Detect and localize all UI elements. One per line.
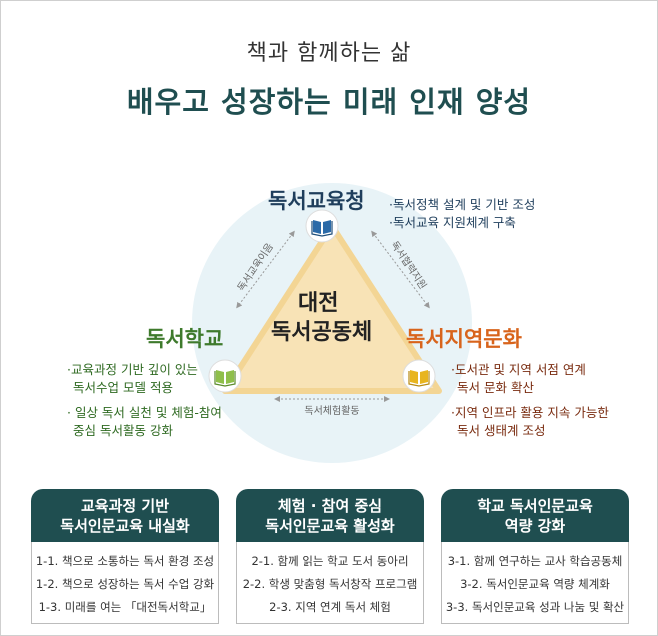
node-label-school: 독서학교: [146, 327, 224, 351]
right-bullet-2: ·지역 인프라 활용 지속 가능한: [451, 405, 609, 420]
strategy-item: 2-1. 함께 읽는 학교 도서 동아리: [251, 554, 409, 568]
left-bullet-1: ·교육과정 기반 깊이 있는: [67, 362, 198, 377]
strategy-box-title-line2: 독서인문교육 내실화: [60, 517, 190, 535]
strategy-box-title-line2: 독서인문교육 활성화: [265, 517, 395, 535]
right-bullet-1: ·도서관 및 지역 서점 연계: [451, 362, 586, 377]
node-label-local-culture: 독서지역문화: [406, 327, 522, 351]
central-triangle: [222, 223, 442, 394]
left-bullet-2: · 일상 독서 실천 및 체험-참여: [67, 405, 222, 420]
top-bullet-1: ·독서정책 설계 및 기반 조성: [389, 197, 536, 212]
strategy-item: 2-2. 학생 맞춤형 독서창작 프로그램: [242, 577, 418, 591]
strategy-box-3: 학교 독서인문교육 역량 강화 3-1. 함께 연구하는 교사 학습공동체 3-…: [441, 489, 629, 624]
top-bullet-2: ·독서교육 지원체계 구축: [389, 215, 516, 230]
node-label-education-office: 독서교육청: [268, 189, 365, 213]
strategy-item: 3-3. 독서인문교육 성과 나눔 및 확산: [445, 600, 625, 614]
strategy-box-body: 2-1. 함께 읽는 학교 도서 동아리 2-2. 학생 맞춤형 독서창작 프로…: [236, 542, 424, 624]
book-icon-blue: [305, 209, 339, 243]
community-diagram: 독서교육이음 독서협력지원 독서체험활동: [192, 183, 472, 463]
right-bullet-1b: 독서 문화 확산: [457, 380, 534, 395]
strategy-item: 1-3. 미래를 여는 「대전독서학교」: [38, 600, 212, 614]
strategy-box-header: 학교 독서인문교육 역량 강화: [441, 489, 629, 542]
left-bullet-2b: 중심 독서활동 강화: [73, 423, 173, 438]
strategy-box-2: 체험 · 참여 중심 독서인문교육 활성화 2-1. 함께 읽는 학교 도서 동…: [236, 489, 424, 624]
strategy-item: 1-1. 책으로 소통하는 독서 환경 조성: [35, 554, 215, 568]
strategy-item: 3-1. 함께 연구하는 교사 학습공동체: [447, 554, 623, 568]
right-bullet-2b: 독서 생태계 조성: [457, 423, 546, 438]
edge-arrow-left: [236, 230, 295, 309]
strategy-box-title-line1: 학교 독서인문교육: [477, 497, 593, 515]
edge-label-bottom: 독서체험활동: [304, 404, 359, 417]
strategy-box-body: 1-1. 책으로 소통하는 독서 환경 조성 1-2. 책으로 성장하는 독서 …: [31, 542, 219, 624]
strategy-box-1: 교육과정 기반 독서인문교육 내실화 1-1. 책으로 소통하는 독서 환경 조…: [31, 489, 219, 624]
strategy-box-title-line2: 역량 강화: [504, 517, 566, 535]
book-icon-orange: [402, 359, 436, 393]
strategy-item: 1-2. 책으로 성장하는 독서 수업 강화: [35, 577, 215, 591]
left-bullet-1b: 독서수업 모델 적용: [73, 380, 173, 395]
strategy-box-header: 체험 · 참여 중심 독서인문교육 활성화: [236, 489, 424, 542]
edge-arrow-right: [371, 230, 430, 309]
strategy-box-header: 교육과정 기반 독서인문교육 내실화: [31, 489, 219, 542]
strategy-box-title-line1: 교육과정 기반: [80, 497, 170, 515]
strategy-box-title-line1: 체험 · 참여 중심: [277, 497, 383, 515]
strategy-box-body: 3-1. 함께 연구하는 교사 학습공동체 3-2. 독서인문교육 역량 체계화…: [441, 542, 629, 624]
page-subtitle: 책과 함께하는 삶: [246, 41, 412, 66]
book-icon-green: [208, 359, 242, 393]
strategy-item: 3-2. 독서인문교육 역량 체계화: [460, 577, 610, 591]
page-title: 배우고 성장하는 미래 인재 양성: [126, 85, 532, 119]
strategy-item: 2-3. 지역 연계 독서 체험: [269, 600, 391, 614]
center-label-line1: 대전: [298, 291, 339, 316]
center-label-line2: 독서공동체: [271, 320, 373, 345]
